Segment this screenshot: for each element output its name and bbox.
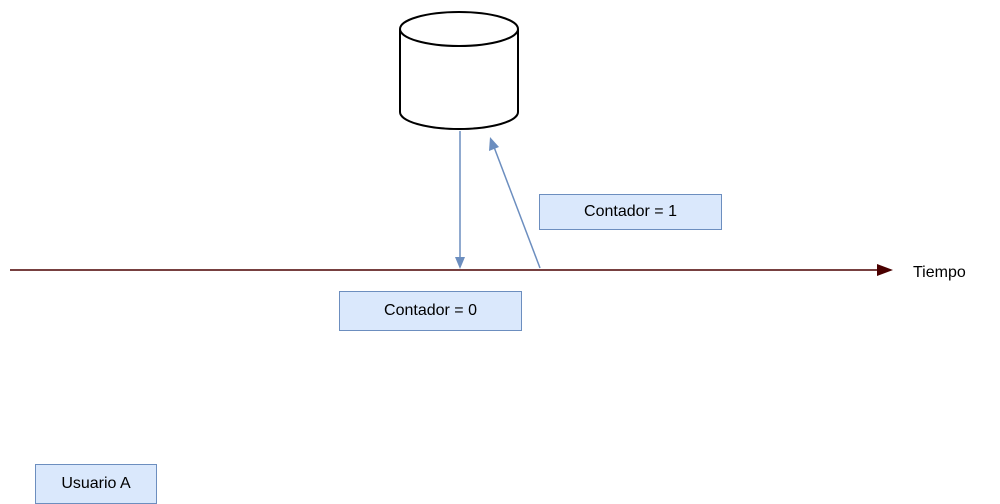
database-icon <box>399 11 519 130</box>
user-label-box: Usuario A <box>35 464 157 504</box>
write-arrowhead <box>489 137 499 151</box>
time-axis-label: Tiempo <box>913 264 966 281</box>
write-counter-label-box: Contador = 1 <box>539 194 722 230</box>
write-counter-label: Contador = 1 <box>584 203 677 220</box>
read-counter-label-box: Contador = 0 <box>339 291 522 331</box>
write-arrow-line <box>493 146 541 269</box>
time-axis-arrowhead <box>877 264 893 276</box>
read-counter-label: Contador = 0 <box>384 302 477 319</box>
user-label: Usuario A <box>61 475 131 492</box>
read-arrowhead <box>455 257 465 269</box>
